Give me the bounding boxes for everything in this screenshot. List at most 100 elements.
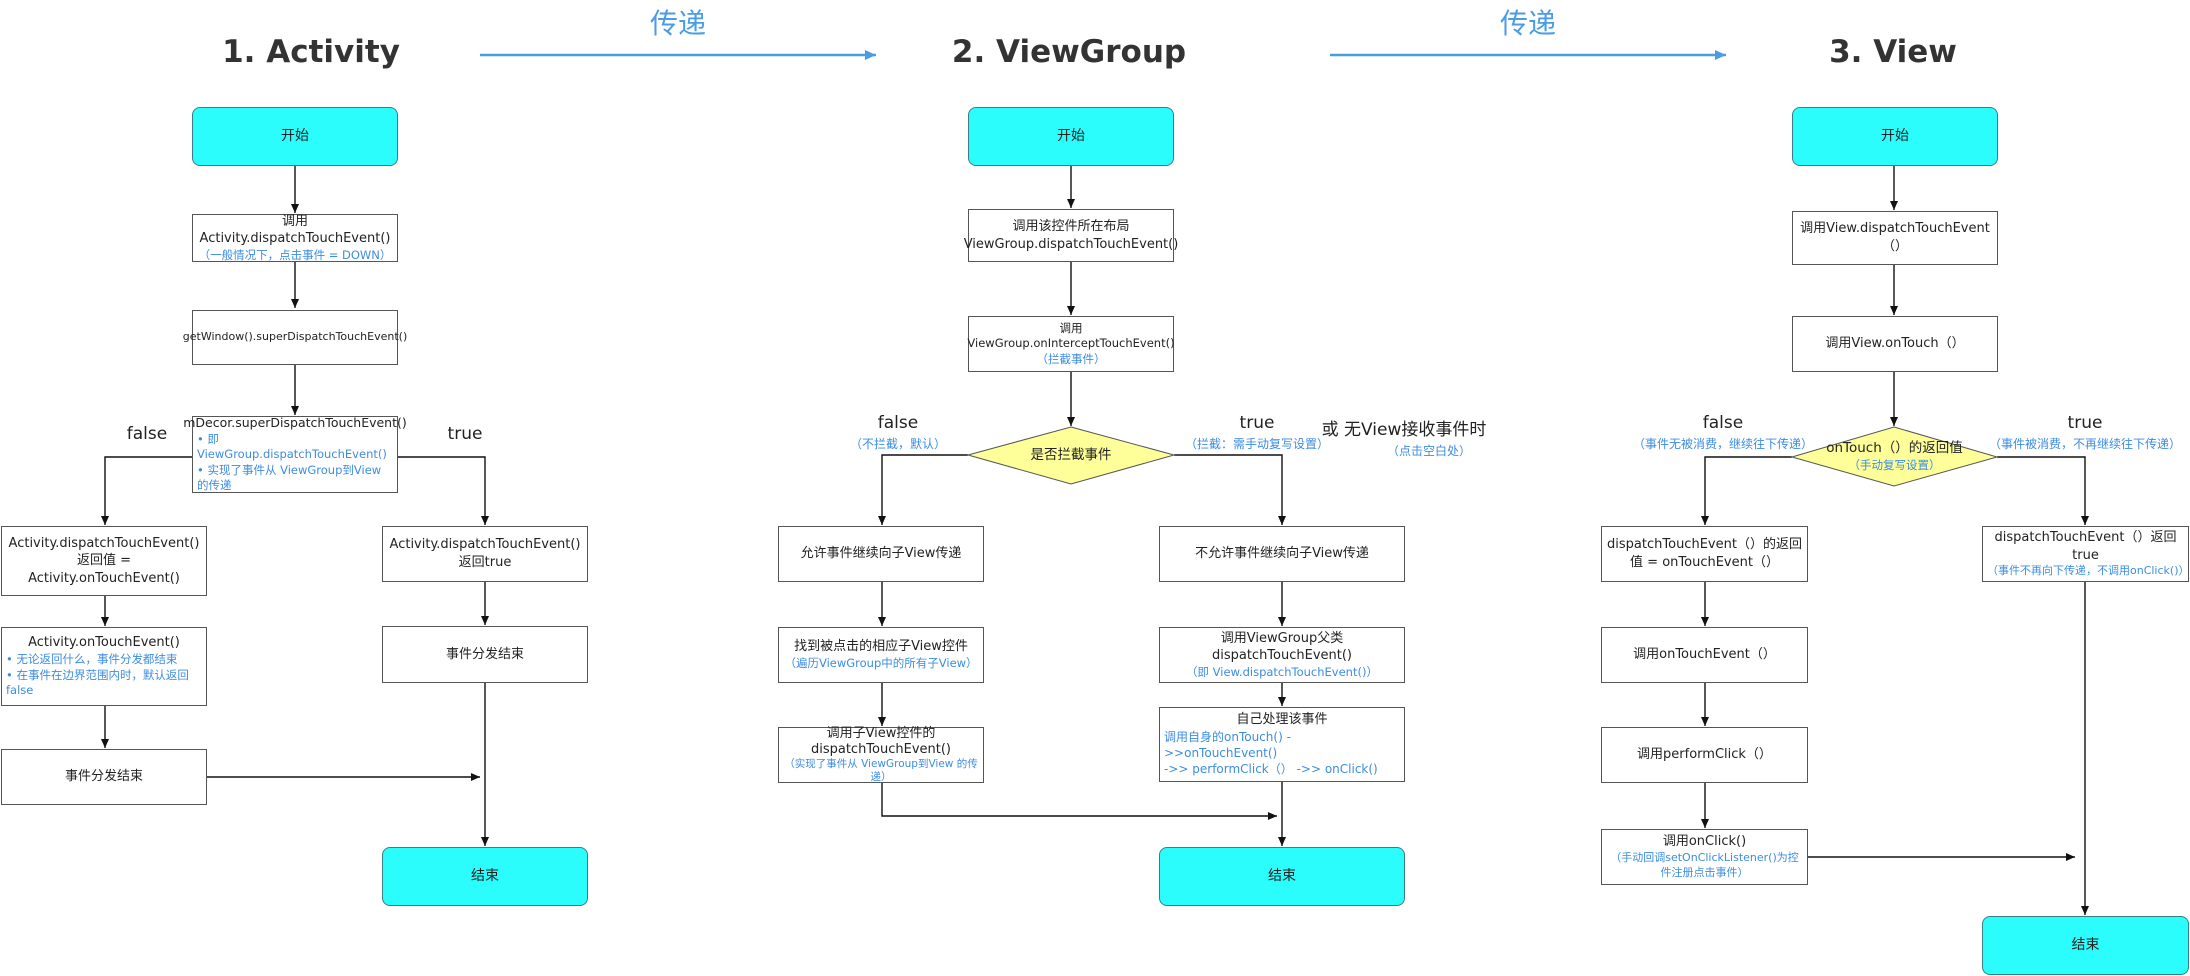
view-false-sub: （事件无被消费，继续往下传递） [1632,437,1814,451]
viewgroup-parent-dispatch: 调用ViewGroup父类dispatchTouchEvent() （即 Vie… [1159,627,1405,683]
view-return-true-sub: （事件不再向下传递，不调用onClick()） [1987,564,2190,578]
viewgroup-or-label: 或 无View接收事件时 （点击空白处） [1322,415,1487,459]
activity-get-window-label: getWindow().superDispatchTouchEvent() [182,330,408,344]
activity-title: 1. Activity [222,34,400,70]
activity-decor-note1: • 即 ViewGroup.dispatchTouchEvent() [197,431,387,462]
view-return-true-main: dispatchTouchEvent（）返回true [1994,530,2177,563]
viewgroup-allow: 允许事件继续向子View传递 [778,526,984,582]
activity-ontouch-note1: • 无论返回什么，事件分发都结束 [6,652,178,666]
activity-ontouch-main: Activity.onTouchEvent() [28,635,180,651]
viewgroup-parent-dispatch-main: 调用ViewGroup父类dispatchTouchEvent() [1211,630,1353,664]
viewgroup-dispatch-line1: 调用该控件所在布局 [1012,218,1130,234]
view-perform-click: 调用performClick（） [1601,727,1808,783]
activity-dispatch: 调用Activity.dispatchTouchEvent() （一般情况下，点… [192,214,398,262]
view-dispatch: 调用View.dispatchTouchEvent（） [1792,211,1998,265]
activity-return-ontouch-label: Activity.dispatchTouchEvent()返回值 = Activ… [8,535,200,586]
viewgroup-self-handle: 自己处理该事件 调用自身的onTouch() ->>onTouchEvent()… [1159,707,1405,782]
activity-decor: mDecor.superDispatchTouchEvent() • 即 Vie… [183,415,407,493]
decision-diamond-view [1790,426,1999,487]
view-decision: onTouch（）的返回值 （手动复写设置） [1792,427,1997,486]
view-ontouch-label: 调用View.onTouch（） [1825,336,1965,352]
view-start: 开始 [1792,107,1998,166]
pass-label-1: 传递 [649,7,707,40]
edge-true [1174,454,1286,525]
view-decision-main: onTouch（）的返回值 [1826,440,1963,457]
viewgroup-decision-label: 是否拦截事件 [1030,446,1112,463]
edge [881,783,1277,820]
activity-finish: 结束 [382,847,588,906]
view-decision-sub: （手动复写设置） [1848,457,1941,472]
view-dispatch-label: 调用View.dispatchTouchEvent（） [1800,221,1990,254]
viewgroup-intercept: 调用ViewGroup.onInterceptTouchEvent() （拦截事… [967,316,1175,372]
viewgroup-child-dispatch-sub: （实现了事件从 ViewGroup到View 的传递） [784,758,978,784]
activity-start: 开始 [192,107,398,166]
view-finish: 结束 [1982,916,2189,975]
activity-false-label: false [126,424,168,444]
viewgroup-or-sub: （点击空白处） [1386,444,1471,458]
view-onclick-main: 调用onClick() [1662,834,1747,850]
viewgroup-start: 开始 [968,107,1174,166]
viewgroup-child-dispatch-line1: 调用子View控件的 [826,725,936,741]
viewgroup-child-dispatch-line2: dispatchTouchEvent() [810,741,952,757]
edge-false [1701,456,1792,525]
viewgroup-deny: 不允许事件继续向子View传递 [1159,526,1405,582]
activity-get-window: getWindow().superDispatchTouchEvent() [183,310,407,365]
viewgroup-false-text: false [877,413,919,433]
view-call-ontouchevent: 调用onTouchEvent（） [1601,627,1808,683]
viewgroup-decision: 是否拦截事件 [968,427,1174,484]
viewgroup-title: 2. ViewGroup [951,34,1187,70]
viewgroup-self-handle-note2: ->> performClick（） ->> onClick() [1164,762,1378,777]
viewgroup-find: 找到被点击的相应子View控件 （遍历ViewGroup中的所有子View） [778,627,984,683]
activity-dispatch-sub: （一般情况下，点击事件 = DOWN） [198,247,392,262]
viewgroup-true-sub: （拦截：需手动复写设置） [1184,437,1330,451]
viewgroup-or-text: 或 无View接收事件时 [1321,420,1487,440]
activity-start-label: 开始 [281,128,309,145]
viewgroup-finish-label: 结束 [1268,868,1296,885]
view-finish-label: 结束 [2071,937,2100,954]
view-false-text: false [1702,413,1744,433]
activity-return-ontouch: Activity.dispatchTouchEvent()返回值 = Activ… [1,526,207,596]
viewgroup-find-main: 找到被点击的相应子View控件 [794,639,968,655]
activity-decor-main: mDecor.superDispatchTouchEvent() [183,415,407,431]
edge-true [397,456,489,525]
edge-true [1997,456,2089,525]
viewgroup-self-handle-main: 自己处理该事件 [1236,712,1328,728]
view-onclick-sub: （手动回调setOnClickListener()为控件注册点击事件） [1610,850,1799,879]
viewgroup-true-text: true [1239,413,1275,433]
viewgroup-false-label: false （不拦截，默认） [850,413,946,452]
view-onclick: 调用onClick() （手动回调setOnClickListener()为控件… [1601,829,1808,885]
view-true-sub: （事件被消费，不再继续往下传递） [1988,437,2182,451]
viewgroup-dispatch-line2: ViewGroup.dispatchTouchEvent() [963,236,1179,252]
activity-end-right-label: 事件分发结束 [445,646,524,662]
viewgroup-deny-label: 不允许事件继续向子View传递 [1195,546,1369,562]
view-true-text: true [2067,413,2103,433]
activity-return-true: Activity.dispatchTouchEvent()返回true [382,526,588,582]
view-return-value: dispatchTouchEvent（）的返回值 = onTouchEvent（… [1601,526,1808,582]
activity-true-label: true [447,424,483,444]
viewgroup-parent-dispatch-sub: （即 View.dispatchTouchEvent()） [1186,664,1378,679]
view-return-true: dispatchTouchEvent（）返回true （事件不再向下传递，不调用… [1982,526,2190,582]
view-ontouch: 调用View.onTouch（） [1792,316,1998,372]
activity-dispatch-main: 调用Activity.dispatchTouchEvent() [199,213,391,247]
view-false-label: false （事件无被消费，继续往下传递） [1633,413,1813,452]
view-perform-click-label: 调用performClick（） [1637,747,1772,763]
viewgroup-true-label: true （拦截：需手动复写设置） [1185,413,1329,452]
viewgroup-find-sub: （遍历ViewGroup中的所有子View） [784,656,978,671]
viewgroup-start-label: 开始 [1057,128,1085,145]
activity-ontouch: Activity.onTouchEvent() • 无论返回什么，事件分发都结束… [1,627,207,706]
activity-end-left-label: 事件分发结束 [64,769,143,785]
view-call-ontouchevent-label: 调用onTouchEvent（） [1633,647,1776,663]
viewgroup-self-handle-note1: 调用自身的onTouch() ->>onTouchEvent() [1164,729,1291,761]
view-start-label: 开始 [1881,128,1909,145]
activity-end-right: 事件分发结束 [382,626,588,683]
edge-false [101,456,192,525]
decision-diamond-viewgroup [966,426,1176,485]
edge-false [878,454,968,525]
activity-finish-label: 结束 [471,868,499,885]
view-return-value-label: dispatchTouchEvent（）的返回值 = onTouchEvent（… [1607,537,1802,570]
activity-decor-note2: • 实现了事件从 ViewGroup到View 的传递 [197,462,382,493]
activity-end-left: 事件分发结束 [1,749,207,805]
viewgroup-false-sub: （不拦截，默认） [849,437,947,451]
